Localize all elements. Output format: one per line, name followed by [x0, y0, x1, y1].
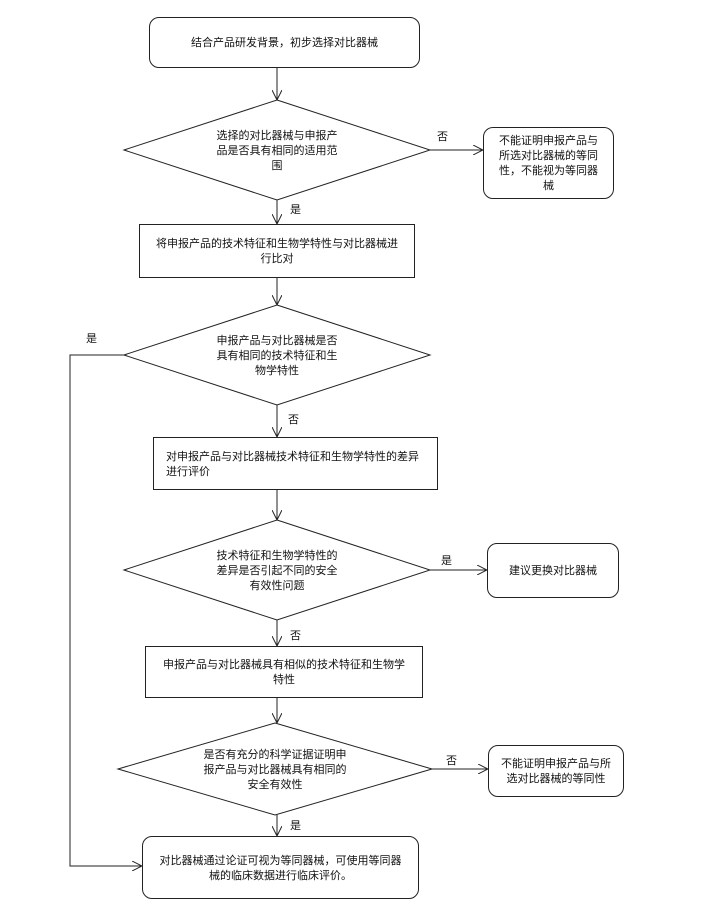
q4-yes-label: 是 — [290, 819, 301, 832]
q3-text: 技术特征和生物学特性的差异是否引起不同的安全有效性问题 — [216, 548, 338, 592]
q2-yes-label: 是 — [86, 332, 97, 345]
q2-no-label: 否 — [288, 413, 299, 426]
q1-text: 选择的对比器械与申报产品是否具有相同的适用范围 — [216, 128, 338, 172]
q4-text: 是否有充分的科学证据证明申报产品与对比器械具有相同的安全有效性 — [203, 747, 347, 791]
q4-no-label: 否 — [446, 754, 457, 767]
q1-no-result-box: 不能证明申报产品与所选对比器械的等同性，不能视为等同器械 — [483, 127, 614, 199]
end-box: 对比器械通过论证可视为等同器械，可使用等同器械的临床数据进行临床评价。 — [142, 836, 419, 899]
q1-no-label: 否 — [437, 130, 448, 143]
decision-diamond-evidence — [116, 722, 434, 816]
q1-yes-label: 是 — [290, 203, 301, 216]
start-box: 结合产品研发背景，初步选择对比器械 — [149, 17, 420, 68]
evaluate-box: 对申报产品与对比器械技术特征和生物学特性的差异进行评价 — [153, 437, 438, 490]
q4-no-result-box: 不能证明申报产品与所选对比器械的等同性 — [488, 745, 624, 797]
similar-box: 申报产品与对比器械具有相似的技术特征和生物学特性 — [145, 646, 423, 698]
compare-box: 将申报产品的技术特征和生物学特性与对比器械进行比对 — [139, 224, 415, 278]
arrow-q2-yes-bypass — [69, 354, 141, 866]
q3-no-label: 否 — [290, 629, 301, 642]
q2-text: 申报产品与对比器械是否具有相同的技术特征和生物学特性 — [216, 333, 338, 377]
q3-yes-label: 是 — [441, 554, 452, 567]
q3-yes-result-box: 建议更换对比器械 — [487, 543, 619, 598]
